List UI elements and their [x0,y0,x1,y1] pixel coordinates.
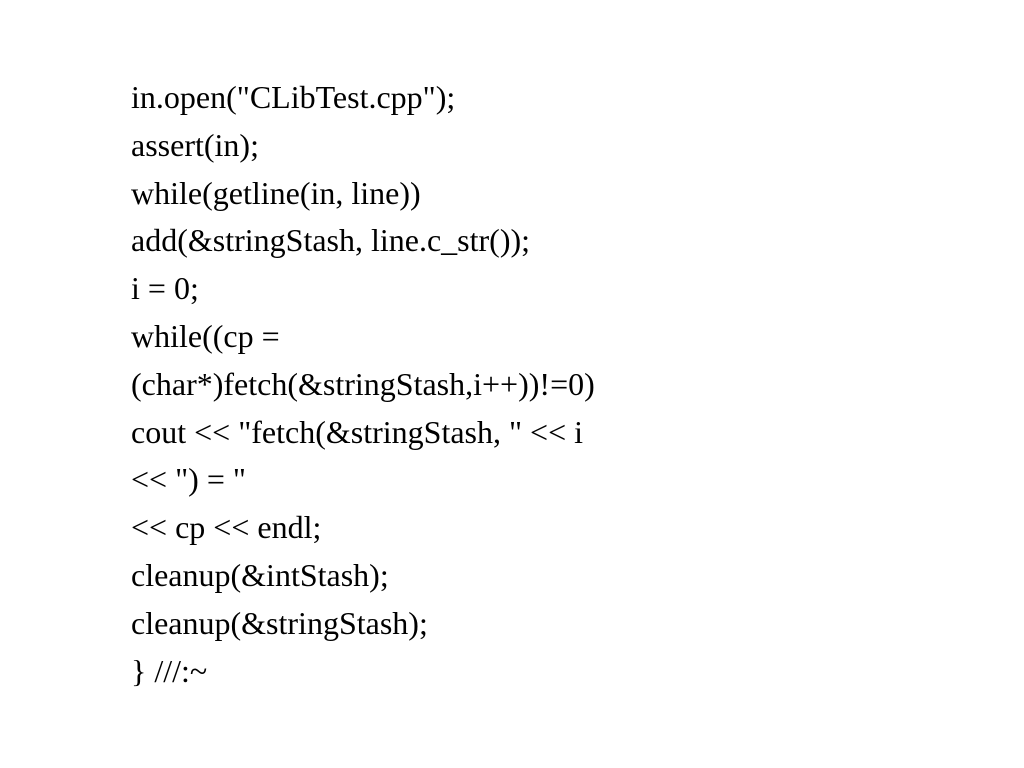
code-line-5: i = 0; [131,270,199,307]
code-line-6: while((cp = [131,317,280,354]
code-line-1: in.open("CLibTest.cpp"); [131,79,456,115]
code-listing: in.open("CLibTest.cpp"); assert(in); whi… [131,74,595,695]
code-line-4: add(&stringStash, line.c_str()); [131,222,531,259]
code-line-10: << cp << endl; [131,509,322,546]
code-line-13: } ///:~ [131,652,208,689]
code-line-12: cleanup(&stringStash); [131,604,428,641]
code-line-3: while(getline(in, line)) [131,174,421,211]
code-line-9: << ") = " [131,461,246,498]
code-line-11: cleanup(&intStash); [131,556,389,593]
code-line-8: cout << "fetch(&stringStash, " << i [131,413,584,450]
code-line-2: assert(in); [131,126,259,163]
code-line-7: (char*)fetch(&stringStash,i++))!=0) [131,365,595,402]
